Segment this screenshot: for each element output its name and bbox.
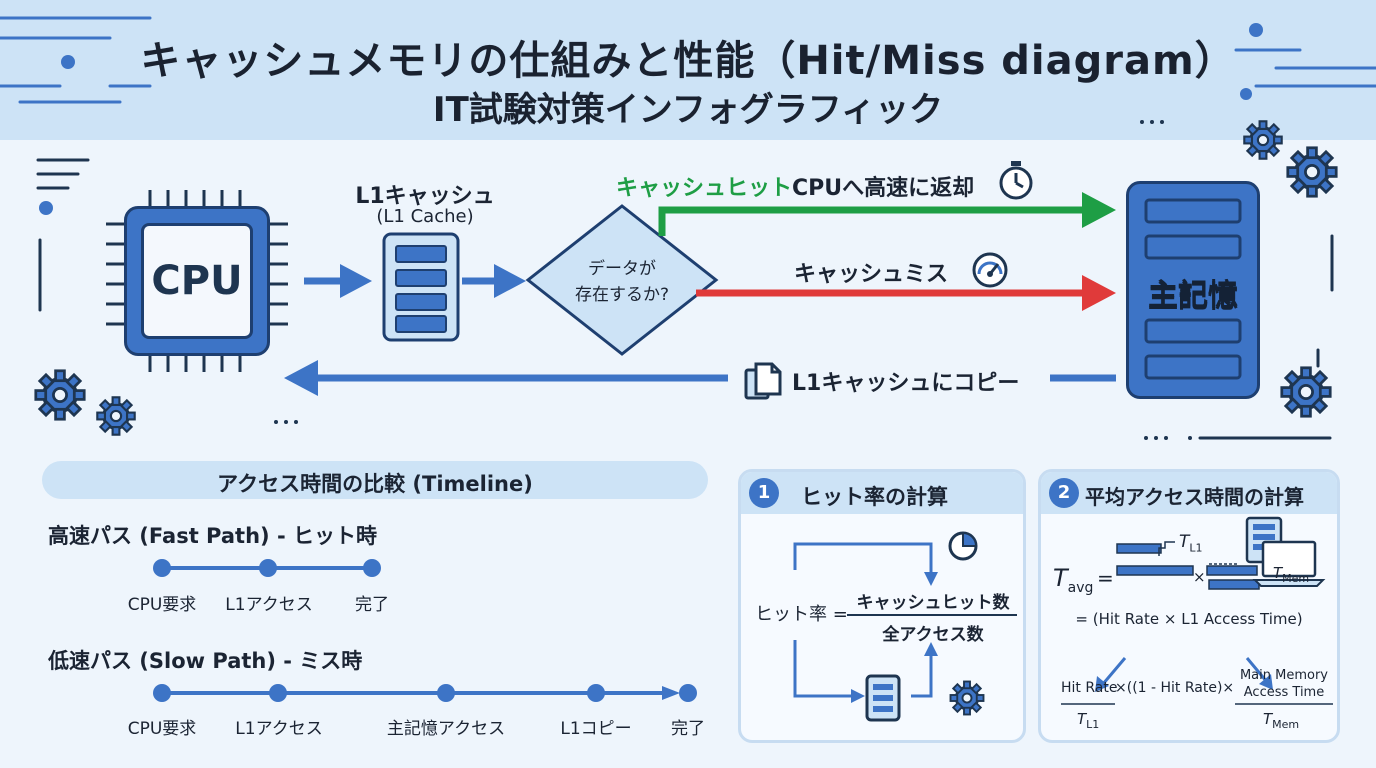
server-icon	[865, 674, 901, 722]
page-subtitle: IT試験対策インフォグラフィック	[432, 90, 944, 130]
hit-label: キャッシュヒットCPUへ高速に返却	[616, 170, 974, 202]
l1-cache-sublabel: (L1 Cache)	[376, 206, 474, 227]
l1-to-decision-arrow	[462, 264, 526, 298]
decision-text-line1: データが	[588, 259, 656, 279]
pie-chart-icon	[948, 531, 978, 561]
decision-diamond	[525, 204, 719, 356]
avg-access-panel: 2 平均アクセス時間の計算 Tavg = TL1 × TMem = (Hit R…	[1038, 469, 1340, 743]
hit-rate-denominator: 全アクセス数	[882, 625, 984, 645]
bottom-tl1-sub: L1	[1086, 718, 1100, 731]
slow-step-1: CPU要求	[127, 719, 197, 739]
copy-label: L1キャッシュにコピー	[792, 371, 1020, 396]
cpu-chip: CPU	[124, 206, 270, 356]
header-decoration	[0, 16, 1376, 124]
fast-step-3: 完了	[355, 595, 389, 615]
memory-label-text: 主記憶	[1148, 278, 1238, 313]
avg-access-panel-header	[1041, 472, 1337, 514]
laptop-icon	[1252, 540, 1326, 587]
panel2-number: 2	[1049, 478, 1079, 508]
panel2-title: 平均アクセス時間の計算	[1085, 485, 1304, 509]
timeline-title: アクセス時間の比較 (Timeline)	[217, 472, 533, 496]
bottom-tmem-main: T	[1263, 710, 1273, 728]
miss-term: ×((1 - Hit Rate)×	[1115, 680, 1235, 696]
hit-arrow	[658, 192, 1116, 236]
timeline-header-pill	[42, 461, 708, 499]
miss-arrow	[696, 275, 1116, 311]
tavg-sub: avg	[1067, 579, 1094, 596]
tmem-symbol: TMem	[1273, 564, 1309, 585]
bottom-tl1-symbol: TL1	[1077, 710, 1099, 731]
tavg-symbol: Tavg	[1053, 564, 1093, 596]
slow-step-2: L1アクセス	[235, 719, 323, 739]
memory-label: 主記憶	[1129, 272, 1257, 316]
times-symbol: ×	[1193, 568, 1206, 586]
gauge-icon	[972, 252, 1008, 288]
tavg-main: T	[1053, 564, 1068, 592]
decision-text-line2: 存在するか?	[574, 285, 670, 305]
gear-icon	[949, 680, 985, 716]
panel1-number: 1	[749, 478, 779, 508]
fast-step-2: L1アクセス	[225, 595, 313, 615]
bottom-tmem-sub: Mem	[1272, 718, 1300, 731]
slow-step-4: L1コピー	[560, 719, 632, 739]
bottom-tmem-symbol: TMem	[1263, 710, 1299, 731]
avg-access-diagram	[1061, 516, 1333, 705]
miss-label: キャッシュミス	[794, 262, 949, 287]
tmem-main: T	[1273, 564, 1283, 582]
hit-rate-lhs: ヒット率 =	[755, 604, 848, 625]
tmem-sub: Mem	[1282, 572, 1310, 585]
slow-path-title: 低速パス (Slow Path) - ミス時	[48, 649, 363, 673]
hit-rate-numerator: キャッシュヒット数	[856, 593, 1010, 613]
panel1-title: ヒット率の計算	[801, 485, 948, 509]
fast-step-1: CPU要求	[127, 595, 197, 615]
tl1-sub: L1	[1189, 541, 1203, 555]
slow-step-3: 主記憶アクセス	[386, 719, 506, 739]
l1-cache-label: L1キャッシュ	[355, 184, 495, 209]
hit-label-rest: CPUへ高速に返却	[792, 176, 975, 201]
tl1-main: T	[1179, 532, 1190, 552]
memory-slots-overlay	[1144, 198, 1242, 380]
slow-path-timeline	[153, 684, 697, 702]
hit-rate-panel-header	[741, 472, 1023, 514]
bottom-tl1-main: T	[1077, 710, 1087, 728]
main-memory-line1: Main Memory	[1239, 668, 1329, 683]
cpu-to-l1-arrow	[304, 264, 372, 298]
tl1-symbol: TL1	[1179, 532, 1203, 554]
page-title: キャッシュメモリの仕組みと性能（Hit/Miss diagram）	[140, 38, 1236, 84]
slow-step-5: 完了	[671, 719, 705, 739]
fast-path-timeline	[153, 559, 381, 577]
copy-documents-icon	[744, 362, 782, 400]
header-banner	[0, 0, 1376, 140]
diagram-canvas	[36, 158, 1334, 440]
formula-line: = (Hit Rate × L1 Access Time)	[1075, 610, 1303, 628]
hit-label-green: キャッシュヒット	[616, 176, 793, 201]
hit-rate-flow	[793, 531, 1017, 722]
copy-back-arrow	[284, 360, 1116, 396]
hit-rate-panel: 1 ヒット率の計算 ヒット率 = キャッシュヒット数 全アクセス数	[738, 469, 1026, 743]
fast-path-title: 高速パス (Fast Path) - ヒット時	[48, 524, 377, 548]
stopwatch-icon	[999, 161, 1033, 200]
l1-cache-icon	[382, 232, 460, 342]
main-memory-line2: Access Time	[1243, 685, 1325, 700]
hit-rate-term: Hit Rate	[1061, 680, 1118, 696]
cpu-label: CPU	[141, 223, 253, 339]
tavg-equals: =	[1097, 566, 1114, 590]
